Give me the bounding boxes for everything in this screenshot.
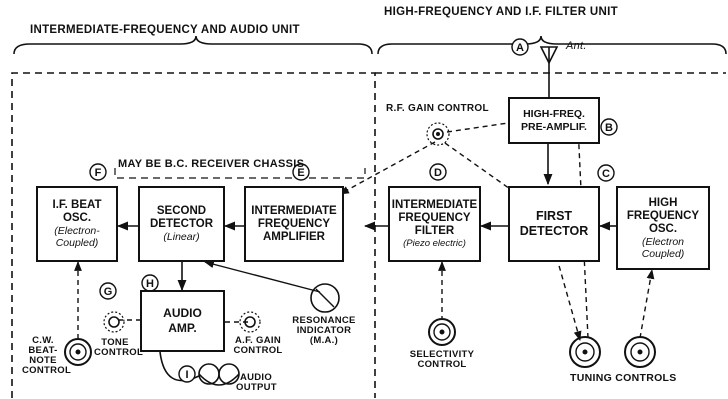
- block-label: DETECTOR: [519, 224, 589, 238]
- rf-gain-knob-icon: [426, 122, 450, 146]
- block-label: HIGH-FREQ.: [523, 107, 585, 120]
- antenna-icon: [539, 46, 559, 66]
- cw-beat-knob-icon: [64, 338, 92, 366]
- tone-knob-icon: [103, 311, 125, 333]
- tuning-controls-label: TUNING CONTROLS: [570, 372, 677, 384]
- second-detector-block: SECOND DETECTOR (Linear): [138, 186, 225, 262]
- svg-text:B: B: [605, 122, 613, 134]
- af-gain-label: A.F. GAIN CONTROL: [230, 336, 286, 356]
- block-label: FREQUENCY: [398, 211, 471, 224]
- resonance-link: [204, 260, 321, 293]
- label-line: CONTROL: [22, 365, 72, 376]
- marker-circles: A B C D E F G H I: [89, 38, 618, 383]
- svg-text:E: E: [297, 167, 304, 179]
- block-label: FREQUENCY: [257, 217, 331, 230]
- label-line: A.F. GAIN: [235, 335, 281, 346]
- audio-output-label: AUDIO OUTPUT: [236, 372, 277, 393]
- unit-braces: [13, 35, 727, 55]
- resonance-indicator-label: RESONANCE INDICATOR (M.A.): [290, 316, 358, 346]
- marker-c: C: [597, 164, 615, 182]
- label-line: (M.A.): [309, 335, 339, 346]
- label-line: CONTROL: [417, 359, 467, 370]
- antenna-label: Ant.: [566, 40, 587, 52]
- svg-text:H: H: [146, 278, 154, 290]
- tone-control-label: TONE CONTROL: [94, 337, 144, 358]
- block-label: DETECTOR: [149, 218, 214, 230]
- label-line: AUDIO: [239, 372, 273, 383]
- selectivity-control-label: SELECTIVITY CONTROL: [406, 350, 478, 370]
- control-links: [74, 122, 655, 341]
- block-label: AMP.: [168, 321, 197, 335]
- block-label: FILTER: [414, 224, 455, 237]
- marker-f: F: [89, 163, 107, 181]
- marker-i: I: [178, 365, 196, 383]
- if-audio-unit-title: INTERMEDIATE-FREQUENCY AND AUDIO UNIT: [30, 24, 300, 36]
- svg-text:I: I: [185, 369, 188, 381]
- headphones-icon: [159, 351, 240, 386]
- block-note: (Electron Coupled): [641, 235, 685, 260]
- label-line: SELECTIVITY: [409, 349, 475, 360]
- hf-preamp-block: HIGH-FREQ. PRE-AMPLIF.: [508, 97, 600, 144]
- hf-osc-block: HIGH FREQUENCY OSC. (Electron Coupled): [616, 186, 710, 270]
- svg-text:G: G: [104, 286, 113, 298]
- if-filter-block: INTERMEDIATE FREQUENCY FILTER (Piezo ele…: [388, 186, 481, 262]
- knob-icons: [64, 122, 656, 368]
- label-line: CONTROL: [94, 347, 144, 358]
- marker-a: A: [511, 38, 529, 56]
- label-line: TONE: [101, 337, 129, 348]
- marker-h: H: [141, 274, 159, 292]
- unit-boundaries: [11, 72, 726, 398]
- svg-text:F: F: [95, 167, 102, 179]
- marker-e: E: [292, 163, 310, 181]
- label-line: OUTPUT: [236, 382, 277, 393]
- block-label: FREQUENCY: [626, 209, 700, 222]
- audio-amp-block: AUDIO AMP.: [140, 290, 225, 352]
- cw-beat-note-label: C.W. BEAT- NOTE CONTROL: [22, 335, 72, 376]
- svg-text:D: D: [434, 167, 442, 179]
- block-note: (Electron-Coupled): [54, 225, 100, 249]
- marker-d: D: [429, 163, 447, 181]
- label-line: INDICATOR: [296, 325, 352, 336]
- block-label: AMPLIFIER: [263, 230, 325, 243]
- tuning-knob-1-icon: [569, 336, 601, 368]
- label-line: BEAT-: [28, 345, 58, 356]
- block-note: (Linear): [163, 231, 200, 243]
- bc-chassis-label: MAY BE B.C. RECEIVER CHASSIS: [118, 158, 305, 170]
- marker-b: B: [600, 118, 618, 136]
- tuning-knob-2-icon: [624, 336, 656, 368]
- signal-lines: [116, 66, 616, 292]
- block-label: FIRST: [535, 209, 573, 223]
- block-label: OSC.: [62, 212, 92, 224]
- block-label: AUDIO: [163, 306, 202, 320]
- af-gain-knob-icon: [239, 311, 261, 333]
- block-label: INTERMEDIATE: [391, 198, 478, 211]
- resonance-meter-icon: [310, 283, 340, 313]
- block-label: INTERMEDIATE: [251, 204, 337, 217]
- label-line: RESONANCE: [292, 315, 356, 326]
- hf-filter-unit-title: HIGH-FREQUENCY AND I.F. FILTER UNIT: [384, 6, 618, 18]
- marker-g: G: [99, 282, 117, 300]
- block-label: PRE-AMPLIF.: [521, 120, 587, 133]
- label-line: CONTROL: [233, 345, 283, 356]
- block-label: I.F. BEAT: [52, 199, 102, 211]
- svg-text:C: C: [602, 168, 610, 180]
- if-amplifier-block: INTERMEDIATE FREQUENCY AMPLIFIER: [244, 186, 344, 262]
- svg-text:A: A: [516, 42, 524, 54]
- block-label: SECOND: [156, 205, 207, 217]
- first-detector-block: FIRST DETECTOR: [508, 186, 600, 262]
- label-line: C.W.: [32, 335, 54, 346]
- selectivity-knob-icon: [428, 318, 456, 346]
- rf-gain-label: R.F. GAIN CONTROL: [386, 103, 489, 114]
- label-line: NOTE: [29, 355, 57, 366]
- block-label: OSC.: [648, 222, 678, 235]
- if-beat-osc-block: I.F. BEAT OSC. (Electron-Coupled): [36, 186, 118, 262]
- block-label: HIGH: [648, 196, 678, 209]
- block-note: (Piezo electric): [403, 237, 466, 249]
